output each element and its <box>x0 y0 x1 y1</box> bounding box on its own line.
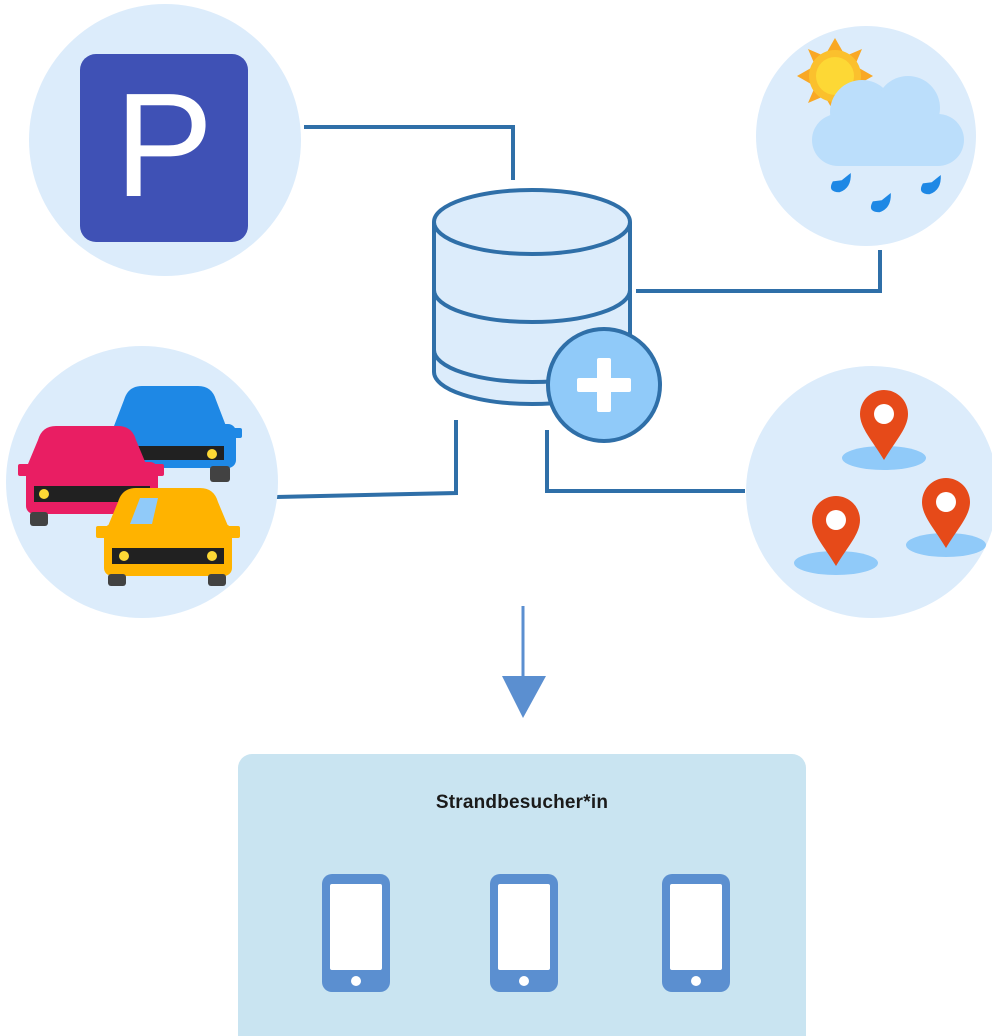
recipient-title: Strandbesucher*in <box>435 792 609 813</box>
weather-node <box>756 26 976 246</box>
map-pin-icon <box>922 478 970 548</box>
locations-node <box>746 366 992 618</box>
connector-weather <box>636 250 882 293</box>
connector-traffic <box>275 420 458 499</box>
down-arrow-icon <box>502 606 546 718</box>
connector-lines <box>275 125 882 499</box>
map-pin-icon <box>860 390 908 460</box>
connector-parking <box>304 125 515 180</box>
map-pin-icon <box>812 496 860 566</box>
sun-cloud-rain-icon <box>797 38 964 213</box>
smartphone-icon <box>322 874 390 992</box>
parking-node: P <box>29 4 301 276</box>
yellow-car-icon <box>96 488 240 586</box>
smartphone-icon <box>490 874 558 992</box>
smartphone-icon <box>662 874 730 992</box>
cars-traffic-icon <box>18 386 242 586</box>
plus-badge-icon <box>546 327 662 443</box>
parking-sign-icon: P <box>80 54 248 242</box>
map-pins-icon <box>794 390 986 575</box>
raindrops-icon <box>830 172 941 213</box>
recipient-box: Strandbesucher*in <box>238 754 806 1036</box>
database-plus-icon <box>432 188 662 443</box>
traffic-node <box>6 346 278 618</box>
cloud-icon <box>812 76 964 166</box>
connector-locations <box>545 430 745 493</box>
parking-sign-letter: P <box>115 63 214 228</box>
